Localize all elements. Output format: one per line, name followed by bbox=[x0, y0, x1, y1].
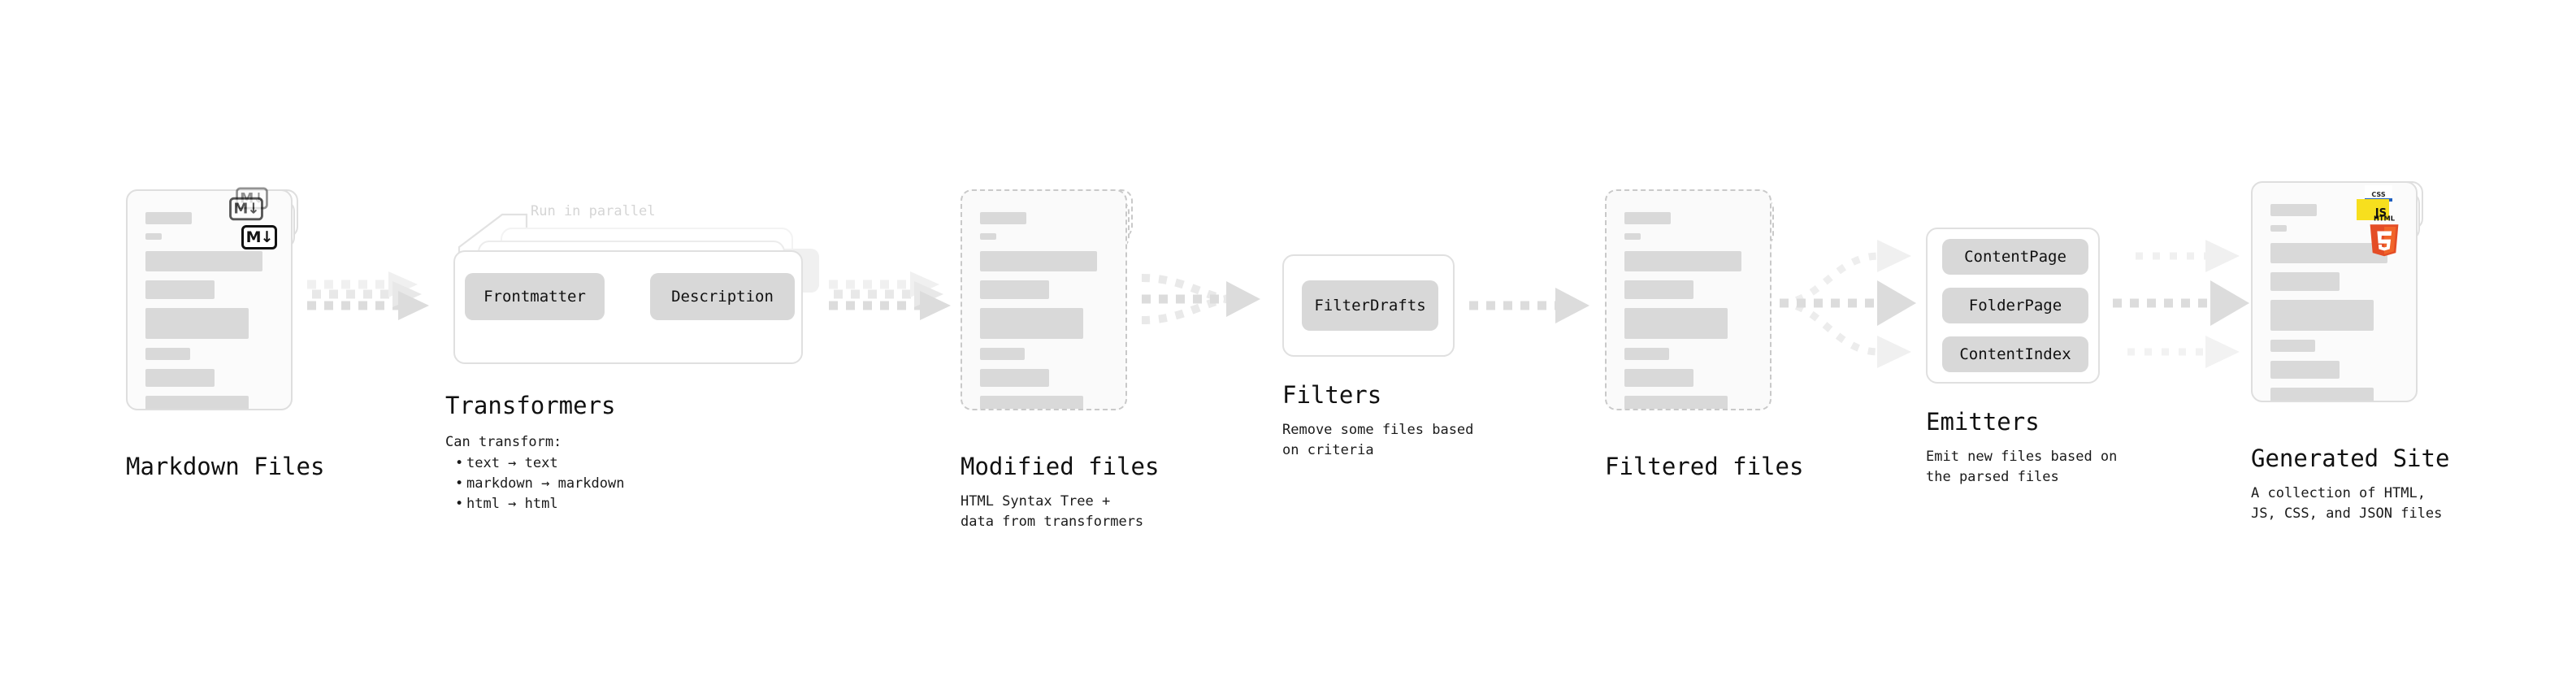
stage-subtitle: Emit new files based on the parsed files bbox=[1926, 449, 2118, 485]
card-front bbox=[2251, 181, 2418, 402]
arrow-transformers-to-modified bbox=[829, 271, 951, 320]
filter-chip-filterdrafts[interactable]: FilterDrafts bbox=[1302, 280, 1438, 331]
markdown-icon: M↓ bbox=[241, 225, 277, 249]
emitter-chip-contentindex[interactable]: ContentIndex bbox=[1942, 336, 2088, 372]
modified-card-stack bbox=[961, 189, 1135, 433]
stage-title: Generated Site bbox=[2251, 445, 2450, 472]
transformers-sub-lead: Can transform: bbox=[445, 434, 562, 450]
transformers-bullet-list: text → text markdown → markdown html → h… bbox=[453, 453, 624, 515]
filtered-card-stack bbox=[1605, 189, 1780, 433]
run-in-parallel-label: Run in parallel bbox=[531, 203, 656, 219]
markdown-icon-back-1: M↓ bbox=[229, 197, 263, 221]
card-front bbox=[1605, 189, 1772, 410]
emitters-box: ContentPage FolderPage ContentIndex bbox=[1926, 228, 2100, 384]
stage-markdown-files: M↓ M↓ M↓ Markdown Files bbox=[126, 167, 324, 480]
arrow-modified-to-filters bbox=[1141, 274, 1260, 324]
arrow-markdown-to-transformers bbox=[307, 271, 429, 320]
site-card-stack: CSS JS HTML bbox=[2251, 181, 2426, 425]
stage-subtitle: A collection of HTML, JS, CSS, and JSON … bbox=[2251, 485, 2443, 522]
stage-transformers: Run in parallel Frontmatter Description bbox=[445, 195, 827, 515]
stage-subtitle: HTML Syntax Tree + data from transformer… bbox=[961, 493, 1144, 530]
arrow-emitters-to-site bbox=[2113, 240, 2249, 368]
stage-filters: FilterDrafts Filters Remove some files b… bbox=[1282, 254, 1473, 460]
svg-text:HTML: HTML bbox=[2374, 215, 2396, 223]
arrow-filters-to-filtered bbox=[1469, 288, 1589, 323]
html5-icon: HTML bbox=[2366, 214, 2402, 258]
stage-emitters: ContentPage FolderPage ContentIndex Emit… bbox=[1926, 228, 2117, 487]
stage-title: Modified files bbox=[961, 453, 1160, 480]
stage-generated-site: CSS JS HTML Generated Site A collection … bbox=[2251, 158, 2449, 523]
card-front bbox=[126, 189, 293, 410]
bullet-item: markdown → markdown bbox=[453, 474, 624, 494]
js-icon: JS bbox=[2357, 199, 2389, 220]
bullet-item: text → text bbox=[453, 453, 624, 474]
transformer-box-front: Frontmatter Description bbox=[453, 250, 803, 364]
stage-modified-files: Modified files HTML Syntax Tree + data f… bbox=[961, 167, 1159, 531]
transformer-chip-frontmatter[interactable]: Frontmatter bbox=[465, 273, 605, 320]
bullet-item: html → html bbox=[453, 494, 624, 514]
markdown-card-stack: M↓ M↓ M↓ bbox=[126, 187, 301, 433]
stage-title: Markdown Files bbox=[126, 453, 325, 480]
emitter-chip-folderpage[interactable]: FolderPage bbox=[1942, 288, 2088, 323]
filters-box: FilterDrafts bbox=[1282, 254, 1455, 357]
stage-title: Transformers bbox=[445, 392, 616, 419]
stage-filtered-files: Filtered files bbox=[1605, 167, 1803, 480]
arrow-filtered-to-emitters bbox=[1779, 240, 1916, 368]
stage-title: Filters bbox=[1282, 381, 1382, 409]
transformer-chip-description[interactable]: Description bbox=[650, 273, 795, 320]
stage-subtitle: Remove some files based on criteria bbox=[1282, 422, 1474, 458]
stage-title: Filtered files bbox=[1605, 453, 1804, 480]
card-front bbox=[961, 189, 1127, 410]
emitter-chip-contentpage[interactable]: ContentPage bbox=[1942, 239, 2088, 275]
stage-title: Emitters bbox=[1926, 408, 2040, 436]
